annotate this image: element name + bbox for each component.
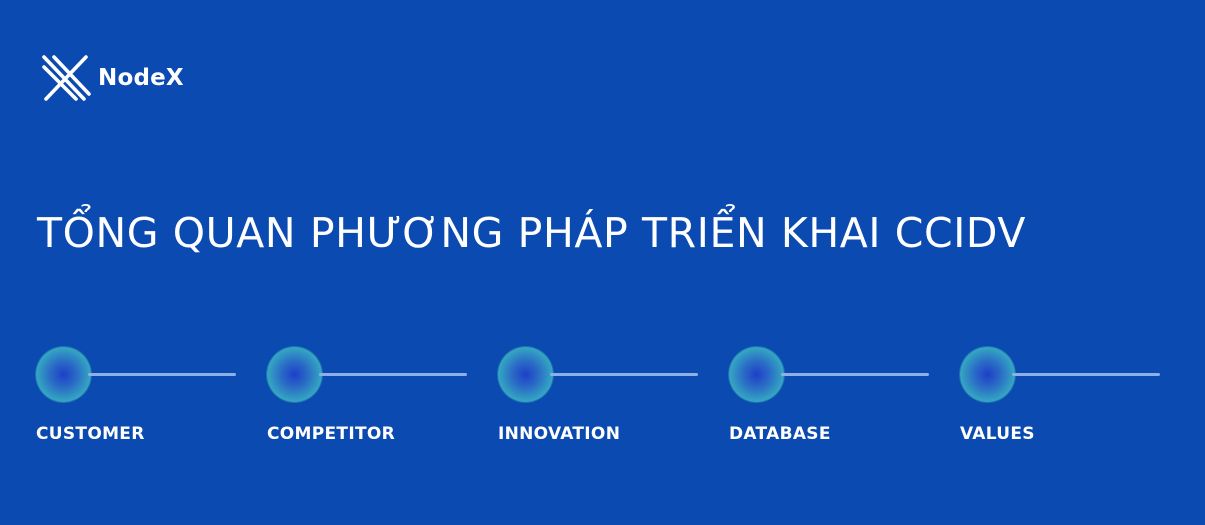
step-connector-line: [550, 373, 698, 376]
step-innovation: INNOVATION: [498, 347, 728, 457]
step-database: DATABASE: [729, 347, 959, 457]
step-competitor: COMPETITOR: [267, 347, 497, 457]
step-label: COMPETITOR: [267, 424, 395, 444]
nodex-x-logo-icon: [42, 55, 91, 101]
step-circle: [498, 347, 553, 402]
step-circle: [267, 347, 322, 402]
step-label: INNOVATION: [498, 424, 621, 444]
step-customer: CUSTOMER: [36, 347, 266, 457]
step-label: VALUES: [960, 424, 1035, 444]
step-values: VALUES: [960, 347, 1190, 457]
brand-name: NodeX: [98, 64, 184, 91]
step-label: DATABASE: [729, 424, 831, 444]
step-label: CUSTOMER: [36, 424, 145, 444]
page-title: TỔNG QUAN PHƯƠNG PHÁP TRIỂN KHAI CCIDV: [37, 209, 1026, 257]
step-circle: [729, 347, 784, 402]
step-connector-line: [319, 373, 467, 376]
step-circle: [960, 347, 1015, 402]
brand: NodeX: [40, 54, 184, 102]
step-connector-line: [1012, 373, 1160, 376]
step-circle: [36, 347, 91, 402]
step-connector-line: [781, 373, 929, 376]
step-connector-line: [88, 373, 236, 376]
